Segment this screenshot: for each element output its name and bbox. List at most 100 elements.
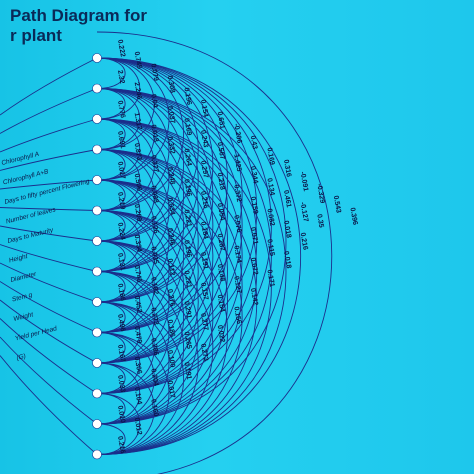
path-coefficient: -0.127 — [299, 202, 309, 223]
path-coefficient: 0.506 — [133, 173, 143, 192]
path-coefficient: 0.054 — [216, 203, 226, 222]
path-coefficient: 0.221 — [182, 270, 192, 289]
path-coefficient: 0.112 — [166, 258, 176, 276]
path-coefficient: 0.012 — [133, 417, 143, 436]
path-coefficient: 0.222 — [116, 39, 126, 58]
correlation-arc — [96, 240, 185, 394]
variable-node — [92, 236, 102, 246]
path-coefficient: 0.218 — [216, 172, 226, 191]
path-coefficient: 0.079 — [149, 63, 159, 82]
correlation-arc — [96, 118, 258, 425]
correlation-arc — [96, 240, 141, 303]
path-line — [0, 299, 98, 364]
correlation-arc — [96, 149, 199, 333]
path-coefficient: 0.332 — [166, 136, 176, 155]
path-coefficient: 0.171 — [265, 269, 275, 288]
correlation-arc — [96, 179, 214, 394]
path-coefficient: 2.32 — [116, 70, 125, 85]
correlation-arc — [96, 88, 272, 425]
path-coefficient: 0.017 — [166, 380, 176, 399]
correlation-arc — [96, 179, 141, 242]
path-coefficient: 0.273 — [149, 307, 159, 326]
correlation-arc — [96, 149, 185, 303]
correlation-arc — [96, 301, 170, 425]
path-coefficient: 0.115 — [265, 239, 275, 257]
correlation-arc — [96, 88, 141, 150]
correlation-arc — [96, 210, 170, 333]
variable-node — [92, 358, 102, 368]
path-coefficient: 0.154 — [199, 99, 209, 118]
correlation-arc — [96, 240, 155, 333]
correlation-arc — [96, 88, 155, 181]
path-coefficient: 0.174 — [232, 245, 242, 264]
path-coefficient: 0.216 — [299, 232, 309, 251]
path-coefficient: 0.071 — [249, 227, 259, 246]
path-coefficient: 0.273 — [199, 343, 209, 362]
correlation-arc — [96, 332, 141, 394]
path-coefficient: 0.127 — [232, 276, 242, 295]
correlation-arc — [96, 118, 170, 242]
path-coefficient: 2.246 — [133, 82, 143, 101]
path-coefficient: 0.148 — [216, 264, 226, 283]
correlation-arc — [96, 271, 141, 333]
path-coefficient: 0.126 — [149, 216, 159, 235]
variable-node — [92, 419, 102, 429]
path-line — [0, 57, 98, 116]
correlation-arc — [96, 301, 141, 364]
correlation-arc — [96, 57, 185, 211]
variable-node — [92, 449, 102, 460]
variable-node — [92, 205, 102, 216]
path-coefficient: 0.277 — [199, 313, 209, 332]
variable-node — [92, 53, 102, 63]
correlation-arc — [96, 240, 170, 364]
trait-label: Number of leaves — [5, 206, 57, 225]
path-coefficient: 0.169 — [265, 147, 275, 166]
correlation-arc — [96, 88, 170, 211]
path-coefficient: -0.091 — [299, 171, 309, 192]
path-coefficient: 0.264 — [182, 148, 192, 167]
path-coefficient: 0.022 — [216, 325, 226, 344]
path-line — [0, 244, 98, 272]
correlation-arc — [96, 210, 214, 425]
correlation-arc — [96, 210, 185, 364]
path-coefficient: 0.306 — [133, 356, 143, 375]
correlation-arc — [96, 149, 170, 272]
path-line — [0, 207, 98, 211]
correlation-arc — [96, 118, 199, 303]
variable-node — [92, 114, 102, 124]
correlation-arc — [96, 393, 141, 455]
path-line — [0, 179, 98, 190]
trait-label: Chlorophyll A+B — [2, 168, 50, 186]
correlation-arc — [96, 118, 185, 272]
path-coefficient: 0.216 — [199, 191, 209, 210]
path-coefficient: 0.018 — [149, 124, 159, 143]
path-coefficient: 0.169 — [182, 118, 192, 137]
trait-label: Diameter — [10, 271, 38, 284]
correlation-arc — [96, 301, 155, 394]
correlation-arc — [96, 88, 287, 455]
path-coefficient: 0.334 — [133, 234, 143, 253]
path-line — [0, 355, 98, 455]
path-coefficient: 0.196 — [182, 179, 192, 198]
path-coefficient: 0.287 — [216, 233, 226, 252]
path-coefficient: 0.316 — [282, 159, 292, 178]
path-coefficient: 0.182 — [149, 277, 159, 296]
path-coefficient: 0.291 — [182, 301, 192, 320]
path-coefficient: 0.191 — [199, 252, 209, 271]
path-coefficient: 0.219 — [116, 192, 126, 211]
path-coefficient: 0.142 — [249, 288, 259, 307]
path-line — [0, 88, 98, 134]
path-coefficient: 0.076 — [232, 215, 242, 234]
path-coefficient: 0.204 — [149, 368, 159, 387]
path-coefficient: 0.248 — [166, 167, 176, 186]
correlation-arc — [96, 332, 170, 455]
variable-node — [92, 388, 102, 399]
path-coefficient: 0.184 — [199, 221, 209, 240]
trait-label: Height — [8, 253, 29, 265]
trait-label: Weight — [13, 311, 35, 323]
path-coefficient: 0.43 — [249, 135, 258, 150]
correlation-arc — [96, 88, 185, 242]
path-coefficient: 0.216 — [116, 436, 126, 455]
path-coefficient: 0.776 — [116, 100, 126, 119]
